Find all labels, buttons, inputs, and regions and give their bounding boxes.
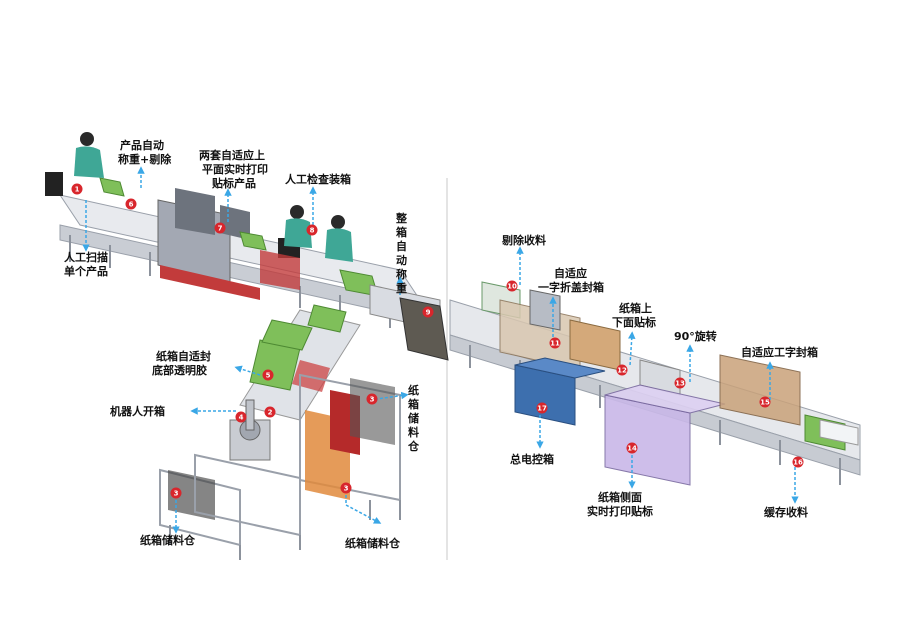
label-fold-seal-1: 自适应 bbox=[554, 266, 587, 280]
label-h-sealer: 自适应工字封箱 bbox=[741, 345, 818, 359]
label-storage-v5: 仓 bbox=[407, 439, 420, 453]
station-marker-6 bbox=[125, 198, 137, 210]
station-number-7: 7 bbox=[218, 225, 223, 233]
robot-arm bbox=[229, 399, 271, 461]
label-weigh-v1: 整 bbox=[395, 211, 407, 225]
station-marker-2 bbox=[264, 406, 276, 418]
worker-1 bbox=[74, 132, 104, 178]
station-number-11: 11 bbox=[550, 340, 560, 348]
station-marker-12 bbox=[616, 364, 628, 376]
station-marker-11 bbox=[549, 337, 561, 349]
station-number-3: 3 bbox=[370, 396, 375, 404]
station-marker-10 bbox=[506, 280, 518, 292]
weigh-station bbox=[399, 297, 449, 361]
labels: 产品自动 称重+剔除 两套自适应上 平面实时打印 贴标产品 人工检查装箱 人工扫… bbox=[64, 138, 818, 550]
station-number-15: 15 bbox=[760, 399, 770, 407]
station-number-8: 8 bbox=[310, 227, 315, 235]
station-number-14: 14 bbox=[627, 445, 637, 453]
label-side-label-1: 纸箱侧面 bbox=[598, 490, 642, 504]
label-storage-left: 纸箱储料仓 bbox=[140, 533, 196, 547]
station-marker-15 bbox=[759, 396, 771, 408]
station-marker-3 bbox=[170, 487, 182, 499]
station-number-5: 5 bbox=[266, 372, 271, 380]
station-number-9: 9 bbox=[426, 309, 431, 317]
label-reject-collect: 剔除收料 bbox=[501, 233, 546, 247]
station-marker-9 bbox=[422, 306, 434, 318]
left-lower-area bbox=[159, 304, 401, 560]
label-weigh-v3: 自 bbox=[396, 239, 407, 253]
label-storage-v1: 纸 bbox=[408, 383, 419, 397]
label-manual-scan-1: 人工扫描 bbox=[64, 250, 108, 264]
label-bottom-tape-2: 底部透明胶 bbox=[152, 363, 207, 377]
worker-2 bbox=[284, 205, 312, 248]
label-storage-v4: 料 bbox=[408, 425, 419, 439]
label-bottom-tape-1: 纸箱自适封 bbox=[156, 349, 211, 363]
label-storage-v3: 储 bbox=[408, 411, 419, 425]
station-marker-3 bbox=[366, 393, 378, 405]
station-marker-8 bbox=[306, 224, 318, 236]
label-topbottom-2: 下面贴标 bbox=[612, 315, 656, 329]
station-number-6: 6 bbox=[129, 201, 134, 209]
label-side-label-2: 实时打印贴标 bbox=[587, 504, 653, 518]
label-product-weigh-1: 产品自动 bbox=[120, 138, 164, 152]
label-topbottom-1: 纸箱上 bbox=[619, 301, 652, 315]
station-marker-5 bbox=[262, 369, 274, 381]
station-marker-17 bbox=[536, 402, 548, 414]
label-manual-scan-2: 单个产品 bbox=[64, 264, 108, 278]
station-marker-4 bbox=[235, 411, 247, 423]
station-number-4: 4 bbox=[239, 414, 244, 422]
monitor-1 bbox=[45, 172, 63, 196]
station-number-1: 1 bbox=[75, 186, 80, 194]
label-labeler-2: 平面实时打印 bbox=[202, 162, 268, 176]
station-marker-16 bbox=[792, 456, 804, 468]
label-buffer-collect: 缓存收料 bbox=[764, 505, 808, 519]
station-marker-14 bbox=[626, 442, 638, 454]
label-weigh-v2: 箱 bbox=[396, 225, 407, 239]
label-storage-v2: 箱 bbox=[408, 397, 419, 411]
station-number-16: 16 bbox=[793, 459, 803, 467]
station-number-2: 2 bbox=[268, 409, 273, 417]
station-number-10: 10 bbox=[507, 283, 517, 291]
label-manual-pack: 人工检查装箱 bbox=[285, 172, 351, 186]
label-storage-right: 纸箱储料仓 bbox=[345, 536, 401, 550]
station-marker-1 bbox=[71, 183, 83, 195]
station-marker-13 bbox=[674, 377, 686, 389]
station-number-12: 12 bbox=[617, 367, 627, 375]
label-product-weigh-2: 称重+剔除 bbox=[118, 152, 172, 166]
label-fold-seal-2: 一字折盖封箱 bbox=[538, 280, 604, 294]
station-marker-3 bbox=[340, 482, 352, 494]
station-number-13: 13 bbox=[675, 380, 685, 388]
label-rotate: 90°旋转 bbox=[674, 329, 717, 343]
station-number-3: 3 bbox=[344, 485, 349, 493]
label-weigh-v6: 重 bbox=[396, 281, 407, 295]
label-weigh-v4: 动 bbox=[396, 253, 407, 267]
callout-arrows bbox=[82, 166, 799, 534]
label-robot-open: 机器人开箱 bbox=[110, 404, 165, 418]
station-number-17: 17 bbox=[537, 405, 547, 413]
label-electric-cabinet: 总电控箱 bbox=[510, 452, 554, 466]
label-labeler-1: 两套自适应上 bbox=[199, 148, 265, 162]
label-weigh-v5: 称 bbox=[396, 267, 407, 281]
left-upper-line bbox=[45, 132, 449, 361]
worker-3 bbox=[325, 215, 353, 262]
right-line bbox=[449, 281, 861, 486]
station-number-3: 3 bbox=[174, 490, 179, 498]
station-marker-7 bbox=[214, 222, 226, 234]
label-labeler-3: 贴标产品 bbox=[211, 176, 256, 190]
